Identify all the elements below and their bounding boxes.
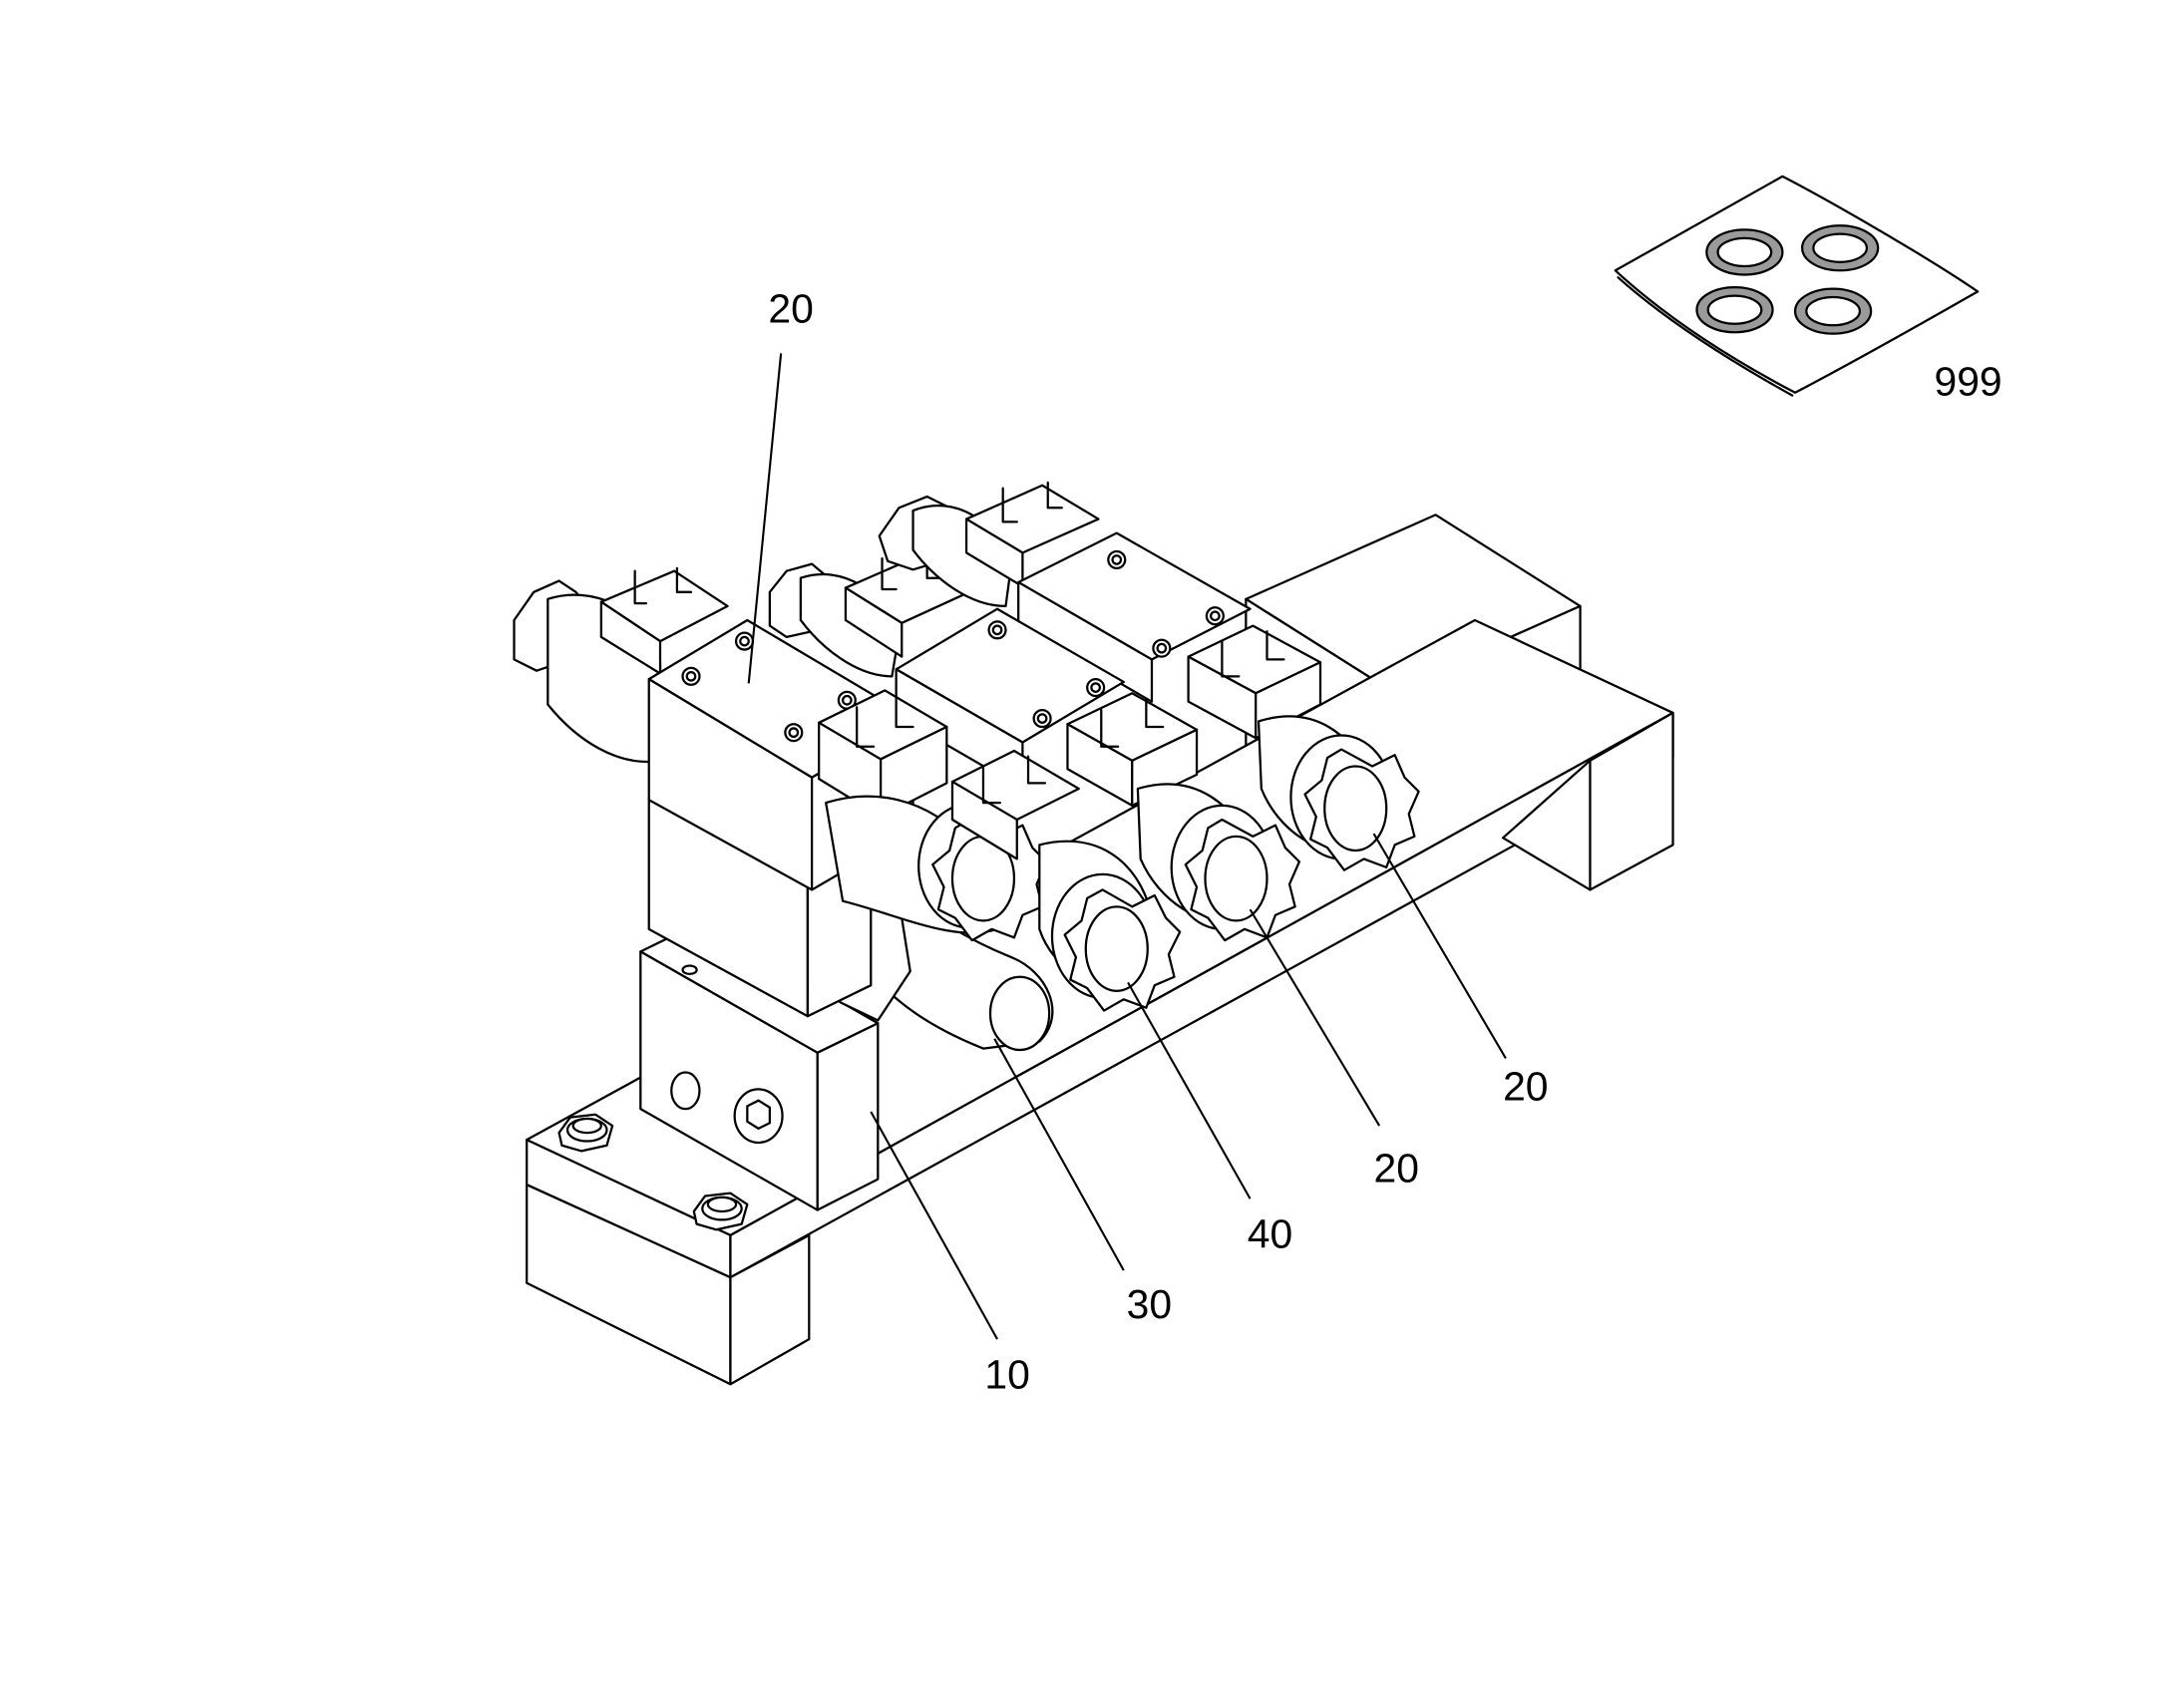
hex-bolt	[557, 1113, 614, 1153]
solenoid-coil-2	[950, 749, 1182, 1012]
callout-labels: 20 999 20 20 40 30 10	[768, 285, 2001, 1397]
callout-label-30: 30	[1127, 1281, 1172, 1327]
callout-label-999: 999	[1935, 359, 2002, 405]
callout-label-20-top: 20	[768, 285, 813, 331]
leader-line	[747, 353, 783, 684]
hex-bolt	[692, 1192, 749, 1231]
leader-line	[870, 1111, 998, 1340]
port-hole	[670, 1071, 701, 1111]
leader-line	[993, 1038, 1125, 1271]
seal-kit-illustration	[1614, 174, 1980, 397]
valve-housing	[1017, 531, 1252, 703]
solenoid-valve-back-center	[768, 551, 970, 678]
solenoid-valve-back-left	[513, 566, 729, 764]
callout-label-20-right: 20	[1503, 1064, 1548, 1110]
callout-label-20-center: 20	[1374, 1145, 1419, 1191]
leader-line	[1372, 833, 1507, 1059]
callout-label-40: 40	[1248, 1211, 1292, 1257]
callout-label-10: 10	[984, 1351, 1029, 1397]
leader-lines	[747, 353, 1507, 1340]
solenoid-coil-4	[1187, 624, 1420, 871]
leader-line	[1249, 908, 1381, 1127]
leader-line	[1127, 981, 1252, 1199]
solenoid-coil-3	[1066, 692, 1300, 942]
solenoid-valve-back-right	[878, 481, 1100, 608]
valve-housing	[895, 607, 1125, 791]
